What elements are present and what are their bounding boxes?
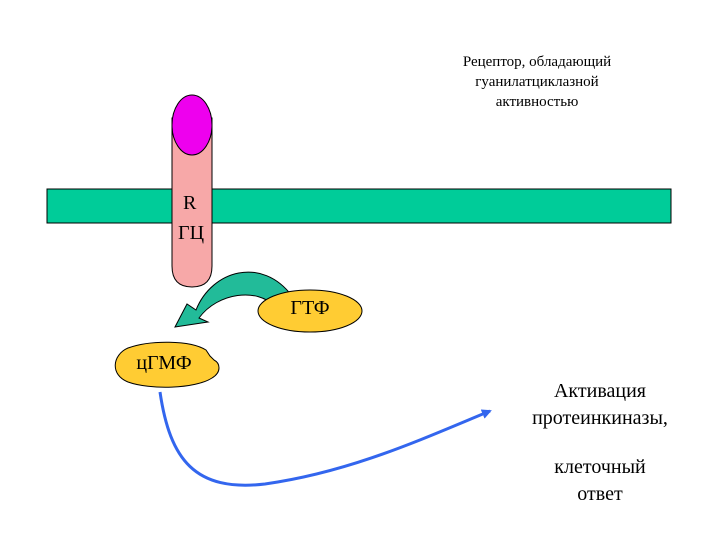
cellular-response-text: Активация протеинкиназы, клеточный ответ [500, 378, 700, 508]
cgmp-label: цГМФ [136, 352, 192, 374]
result-line-4: ответ [577, 483, 623, 505]
gtp-molecule [257, 289, 363, 333]
receptor-gc-label: ГЦ [178, 222, 205, 244]
cgmp-molecule [114, 341, 220, 388]
caption-line-3: активностью [495, 94, 579, 110]
signal-arrow [158, 391, 492, 487]
receptor-caption: Рецептор, обладающий гуанилатциклазной а… [432, 52, 642, 112]
result-line-3: клеточный [554, 456, 646, 478]
caption-line-1: Рецептор, обладающий [462, 54, 612, 70]
gtp-label: ГТФ [290, 297, 330, 319]
result-line-1: Активация [553, 380, 646, 402]
result-line-2: протеинкиназы, [532, 407, 668, 429]
receptor-body [171, 117, 213, 288]
caption-line-2: гуанилатциклазной [475, 74, 599, 90]
conversion-arrow [174, 271, 293, 328]
cell-membrane [46, 188, 672, 224]
receptor-ligand-domain [171, 94, 213, 156]
receptor-r-label: R [183, 192, 197, 214]
